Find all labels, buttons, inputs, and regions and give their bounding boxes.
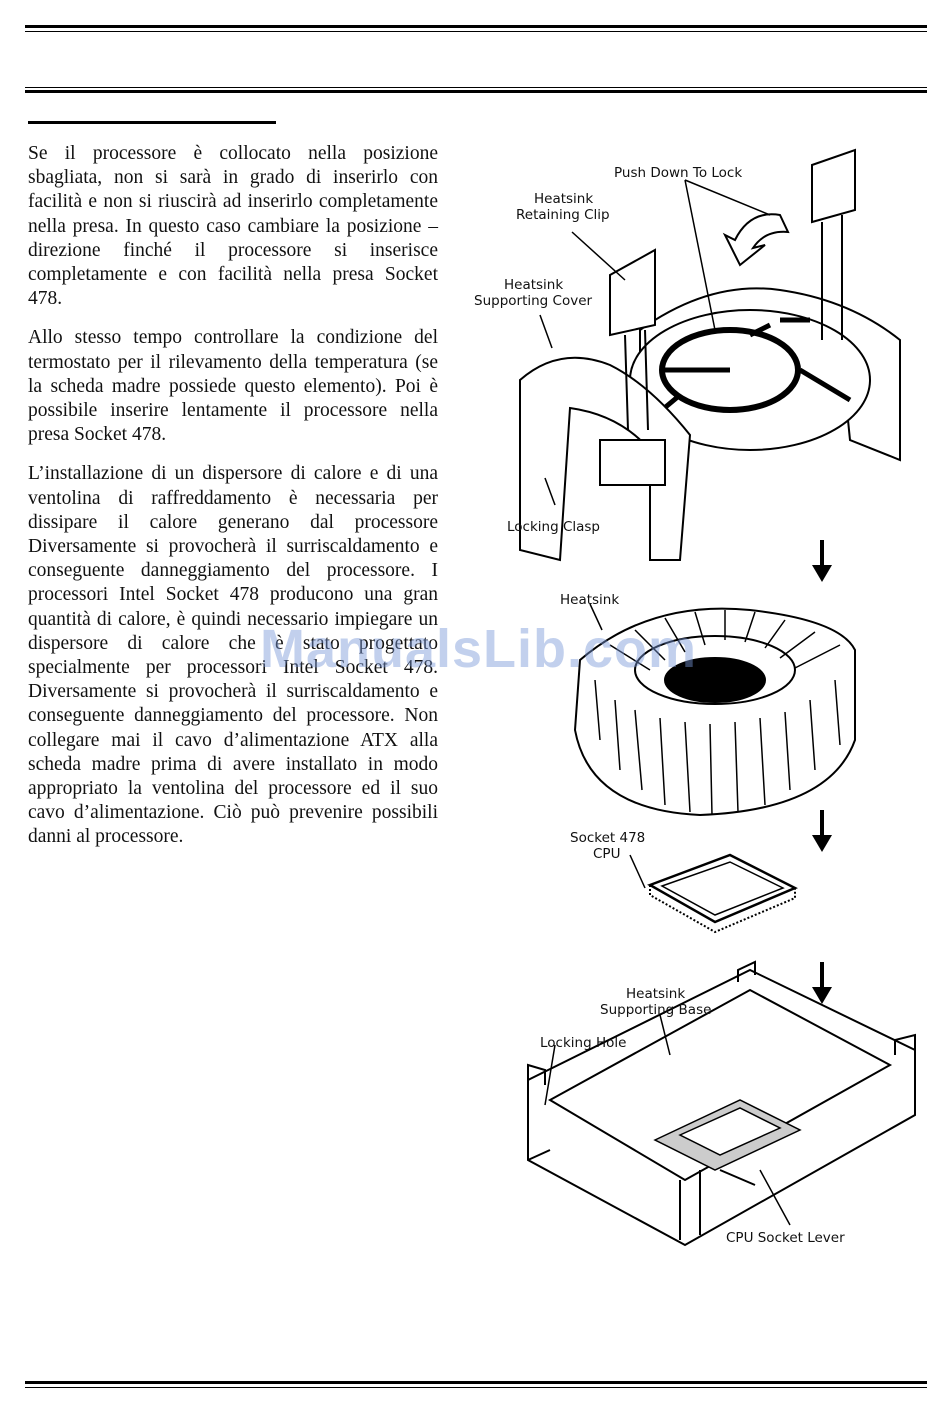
label-supporting-base-2: Supporting Base bbox=[600, 1002, 711, 1018]
header-rule-bottom bbox=[25, 87, 927, 88]
label-retaining-clip-2: Retaining Clip bbox=[516, 207, 610, 223]
label-push-down: Push Down To Lock bbox=[614, 165, 742, 181]
label-retaining-clip-1: Heatsink bbox=[534, 191, 593, 207]
heatsink-retaining-clip-drawing bbox=[519, 148, 901, 562]
footer-rule-thick bbox=[25, 1381, 927, 1384]
header-rule-top-thin bbox=[25, 31, 927, 32]
paragraph-1: Se il processore è collocato nella posiz… bbox=[28, 143, 438, 310]
socket-478-cpu-drawing bbox=[647, 853, 798, 934]
label-cpu-2: CPU bbox=[593, 846, 620, 862]
label-socket-lever: CPU Socket Lever bbox=[726, 1230, 845, 1246]
section-underline bbox=[28, 121, 276, 124]
label-locking-hole: Locking Hole bbox=[540, 1035, 626, 1051]
paragraph-3: L’installazione di un dispersore di calo… bbox=[28, 463, 438, 848]
label-supporting-cover-2: Supporting Cover bbox=[474, 293, 593, 309]
label-cpu-1: Socket 478 bbox=[570, 830, 645, 846]
label-supporting-cover-1: Heatsink bbox=[504, 277, 563, 293]
heatsink-installation-figure: Push Down To Lock Heatsink Retaining Cli… bbox=[450, 140, 950, 1270]
label-heatsink: Heatsink bbox=[560, 592, 619, 608]
label-supporting-base-1: Heatsink bbox=[626, 986, 685, 1002]
heatsink-supporting-base-drawing bbox=[527, 960, 916, 1247]
footer-rule-thin bbox=[25, 1387, 927, 1388]
header-rule-top bbox=[25, 25, 927, 28]
watermark: ManualsLib.com bbox=[260, 619, 698, 679]
paragraph-2: Allo stesso tempo controllare la condizi… bbox=[28, 327, 438, 446]
header-rule-bottom-thick bbox=[25, 90, 927, 93]
text-column: Se il processore è collocato nella posiz… bbox=[28, 142, 438, 865]
heatsink-drawing bbox=[573, 607, 856, 817]
label-locking-clasp: Locking Clasp bbox=[507, 519, 600, 535]
